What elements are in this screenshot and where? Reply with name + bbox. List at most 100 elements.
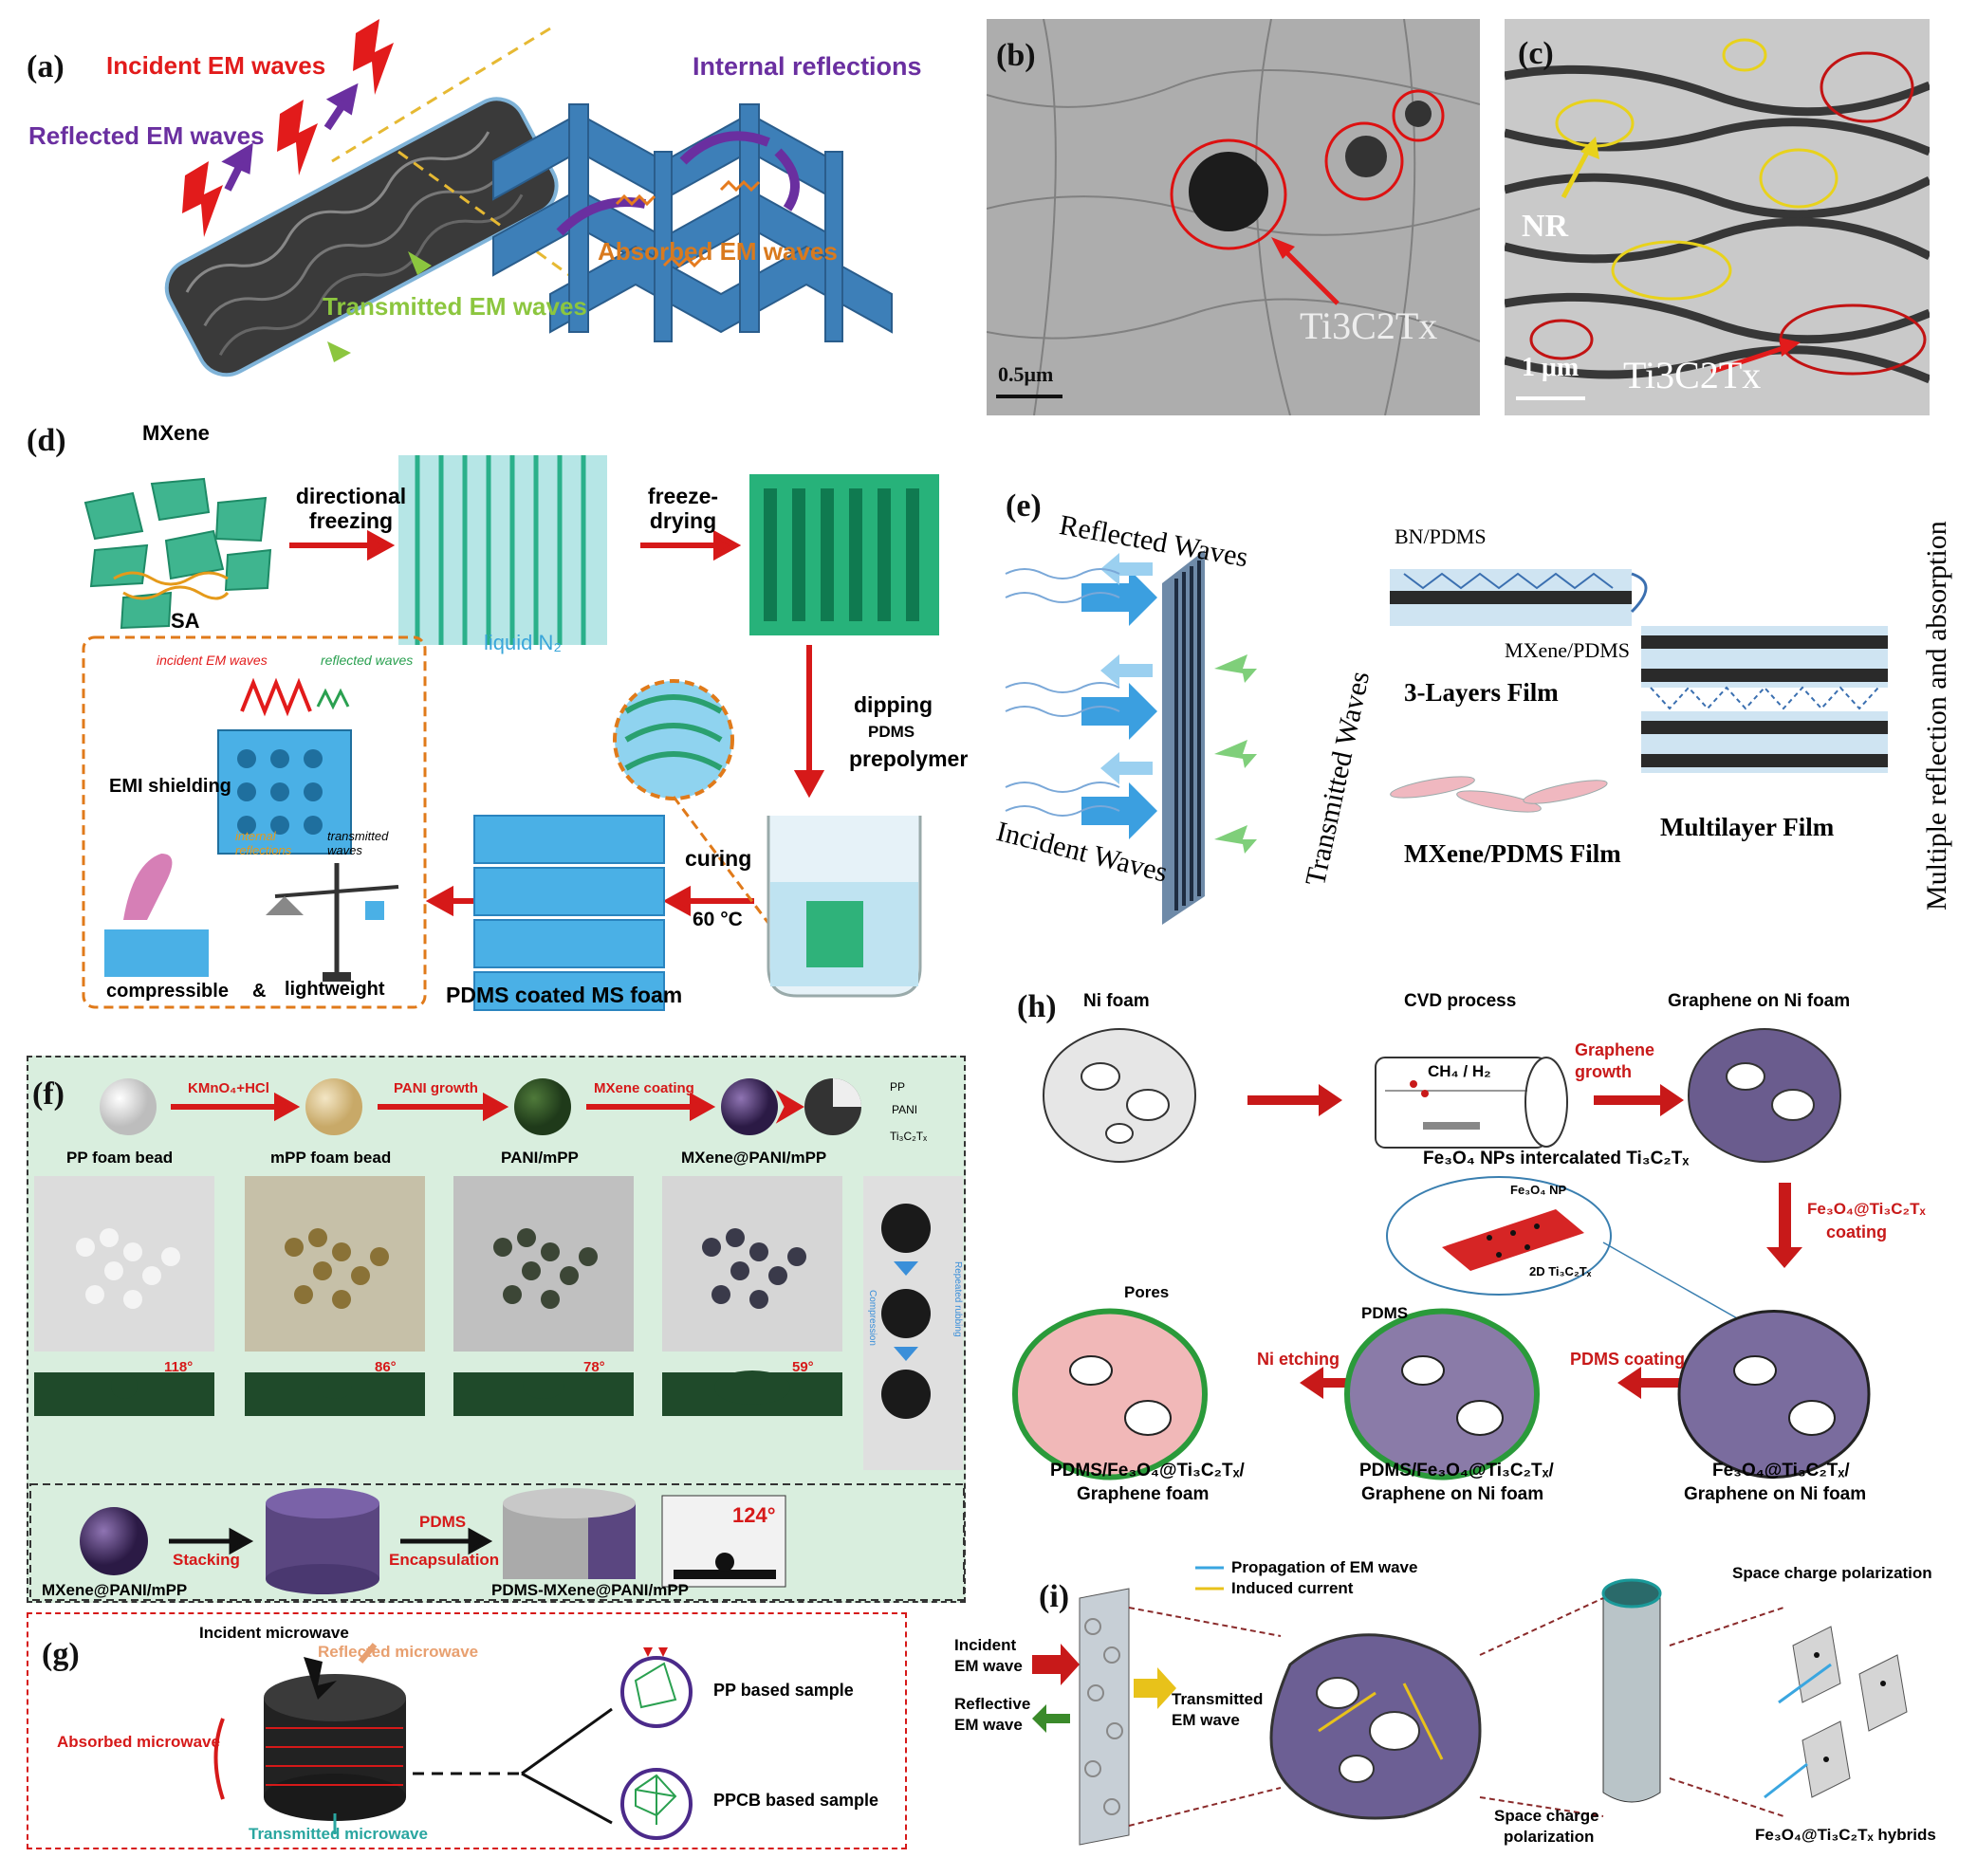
h-gr-ni: Graphene on Ni foam <box>1668 991 1851 1011</box>
i-incident-1: Incident <box>954 1636 1017 1654</box>
i-transmitted-2: EM wave <box>1172 1711 1240 1729</box>
f-angle-4: 59° <box>792 1359 814 1375</box>
d-compressible: compressible <box>106 981 229 1002</box>
e-three: 3-Layers Film <box>1404 678 1559 707</box>
panel-h-label: (h) <box>1017 989 1057 1024</box>
g-incident: Incident microwave <box>199 1624 349 1642</box>
panel-i: (i) Incident EM wave Reflective EM wave … <box>949 1551 1964 1868</box>
h-coat-2: coating <box>1826 1223 1888 1241</box>
f-angle-2: 86° <box>375 1359 397 1375</box>
f-bead-2: mPP foam bead <box>270 1149 392 1167</box>
d-step4a: curing <box>685 846 752 871</box>
i-transmitted-1: Transmitted <box>1172 1690 1264 1708</box>
panel-g-label: (g) <box>42 1637 80 1672</box>
h-c1-2: Graphene foam <box>1077 1484 1210 1504</box>
panel-i-illustration <box>1032 1566 1908 1846</box>
f-bead-1: PP foam bead <box>66 1149 174 1167</box>
i-reflective-2: EM wave <box>954 1716 1023 1734</box>
f-arrow-3: MXene coating <box>594 1080 694 1096</box>
h-gr-growth-2: growth <box>1575 1062 1632 1081</box>
d-step3a: dipping <box>854 692 933 717</box>
f-angle-1: 118° <box>164 1359 194 1375</box>
i-prop: Propagation of EM wave <box>1231 1558 1418 1576</box>
foam-composite-structures <box>1011 1308 1871 1481</box>
h-np: Fe₃O₄ NP <box>1510 1183 1567 1197</box>
e-bn: BN/PDMS <box>1395 524 1487 548</box>
panel-f-illustration <box>29 1078 965 1601</box>
lightning-icon <box>182 19 394 237</box>
i-scp-bottom-1: Space charge <box>1494 1807 1599 1825</box>
panel-a: (a) <box>0 0 977 398</box>
panel-d-illustration <box>82 455 939 1011</box>
panel-e: (e) <box>987 479 1954 925</box>
f-bead-4: MXene@PANI/mPP <box>681 1149 827 1167</box>
panel-i-label: (i) <box>1039 1579 1070 1614</box>
d-internal: internal reflections <box>235 829 292 857</box>
f-bottom-right: PDMS-MXene@PANI/mPP <box>491 1581 690 1599</box>
g-pp: PP based sample <box>713 1681 854 1700</box>
h-c3-2: Graphene on Ni foam <box>1684 1484 1867 1504</box>
panel-h-illustration <box>1011 1028 1871 1481</box>
h-cvd: CVD process <box>1404 991 1517 1011</box>
panel-c-material: Ti3C2Tx <box>1623 354 1762 396</box>
incident-em-label: Incident EM waves <box>106 51 326 80</box>
f-side-1: Compression <box>867 1290 878 1346</box>
d-emi: EMI shielding <box>109 776 231 797</box>
g-ppcb: PPCB based sample <box>713 1791 879 1810</box>
panel-f: (f) <box>27 1056 966 1603</box>
h-intercal: Fe₃O₄ NPs intercalated Ti₃C₂Tₓ <box>1423 1149 1690 1168</box>
transmitted-em-label: Transmitted EM waves <box>323 292 587 321</box>
d-step2-text: freeze-drying <box>647 484 719 533</box>
d-lightweight: lightweight <box>285 979 385 1000</box>
h-pores: Pores <box>1124 1283 1170 1301</box>
f-layer-pp: PP <box>890 1080 906 1094</box>
h-gr-growth-1: Graphene <box>1575 1040 1655 1059</box>
h-pdms: PDMS <box>1361 1304 1409 1322</box>
panel-c-micrograph: (c) NR 1 μm Ti3C2Tx <box>1505 19 1930 415</box>
e-side: Multiple reflection and absorption <box>1921 521 1952 910</box>
reflected-em-label: Reflected EM waves <box>28 121 265 150</box>
panel-b-scale: 0.5μm <box>998 362 1054 386</box>
panel-f-label: (f) <box>32 1076 65 1112</box>
f-angle-3: 78° <box>583 1359 605 1375</box>
panel-c-label: (c) <box>1518 36 1554 71</box>
panel-d-label: (d) <box>27 423 66 458</box>
h-ni: Ni foam <box>1083 991 1150 1011</box>
tem-texture <box>1505 19 1930 415</box>
panel-b-material: Ti3C2Tx <box>1300 304 1438 347</box>
d-sa: SA <box>171 609 200 633</box>
panel-e-label: (e) <box>1006 488 1042 524</box>
panel-d: (d) <box>0 417 977 1024</box>
f-side-2: Repeated rubbing <box>952 1261 963 1337</box>
absorbed-em-label: Absorbed EM waves <box>598 237 838 266</box>
panel-h: (h) Ni foam CVD process CH₄ / H₂ Graphen… <box>996 972 1945 1513</box>
i-reflective-1: Reflective <box>954 1695 1031 1713</box>
panel-g-illustration <box>213 1643 693 1840</box>
f-pdms: PDMS <box>419 1513 467 1531</box>
f-arrow-1: KMnO₄+HCl <box>188 1080 269 1096</box>
e-mxpdms: MXene/PDMS <box>1505 638 1631 662</box>
e-mxfilm: MXene/PDMS Film <box>1404 839 1621 868</box>
i-incident-2: EM wave <box>954 1657 1023 1675</box>
f-layer-pani: PANI <box>892 1103 918 1116</box>
panel-b-label: (b) <box>996 38 1036 73</box>
i-scp-top: Space charge polarization <box>1732 1564 1932 1582</box>
d-internal-text: internal reflections <box>235 829 292 857</box>
f-encap: Encapsulation <box>389 1551 500 1569</box>
d-step3c: prepolymer <box>849 746 969 771</box>
f-bead-3: PANI/mPP <box>501 1149 579 1167</box>
h-c2-1: PDMS/Fe₃O₄@Ti₃C₂Tₓ/ <box>1359 1461 1554 1481</box>
panel-b-micrograph: (b) Ti3C2Tx 0.5μm <box>987 19 1480 415</box>
h-gas: CH₄ / H₂ <box>1428 1062 1491 1080</box>
d-amp: & <box>252 981 267 1002</box>
g-reflected: Reflected microwave <box>318 1643 479 1661</box>
d-transmitted: transmitted waves <box>327 829 394 857</box>
d-step1: directional freezing <box>275 484 427 533</box>
d-liquid: liquid N₂ <box>484 631 562 654</box>
d-step1-text: directional freezing <box>295 484 407 533</box>
f-arrow-2: PANI growth <box>394 1080 478 1096</box>
d-mxene: MXene <box>142 421 210 445</box>
h-twod: 2D Ti₃C₂Tₓ <box>1529 1264 1592 1278</box>
d-step3b: PDMS <box>868 723 915 741</box>
h-c3-1: Fe₃O₄@Ti₃C₂Tₓ/ <box>1712 1461 1850 1481</box>
